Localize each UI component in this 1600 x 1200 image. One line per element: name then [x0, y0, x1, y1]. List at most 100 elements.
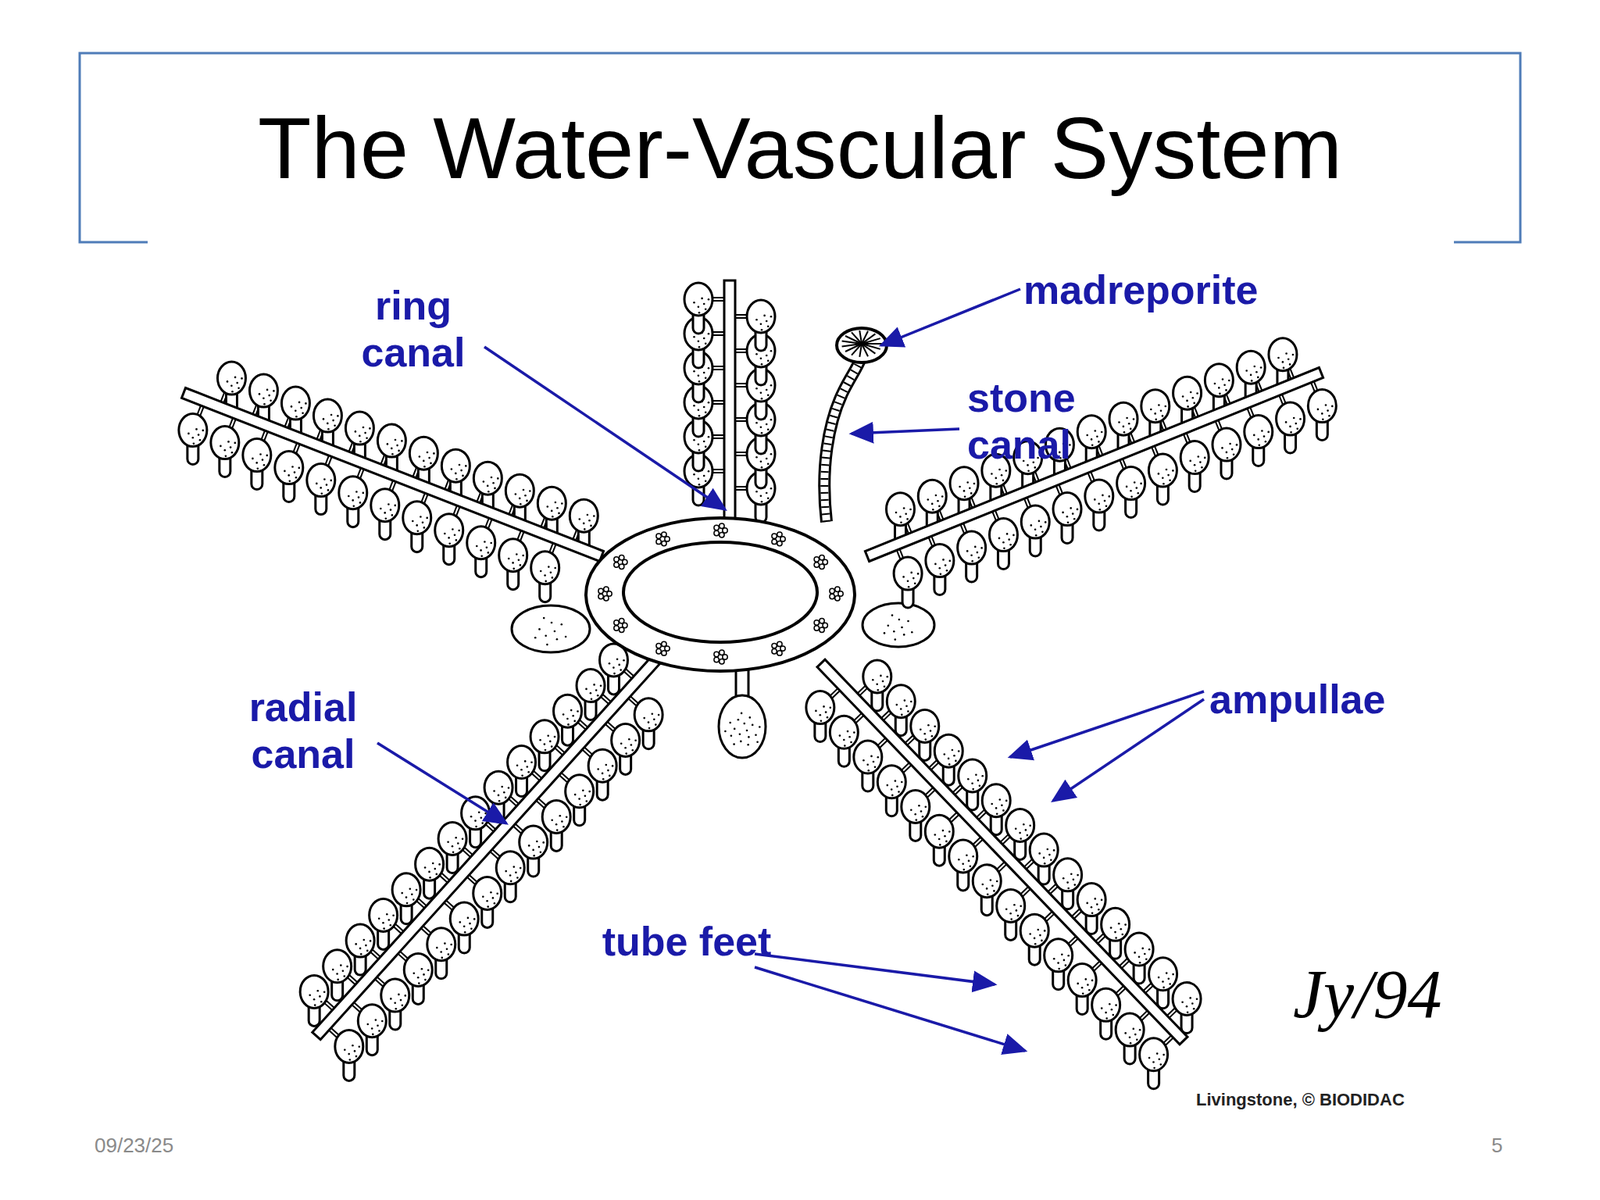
stipple-dot — [546, 505, 550, 508]
stipple-dot — [697, 340, 700, 343]
stipple-dot — [1153, 1067, 1156, 1070]
ampulla — [300, 975, 329, 1008]
stipple-dot — [1005, 907, 1008, 911]
stipple-dot — [743, 722, 747, 725]
ampulla — [531, 551, 560, 585]
stipple-dot — [554, 501, 558, 504]
stipple-dot — [1138, 956, 1141, 959]
stipple-dot — [1192, 396, 1195, 400]
stipple-dot — [607, 769, 610, 772]
stipple-dot — [760, 323, 763, 326]
stipple-dot — [486, 905, 490, 908]
stipple-dot — [1139, 961, 1142, 965]
ampulla — [542, 800, 571, 833]
stipple-dot — [975, 774, 978, 777]
stipple-dot — [1013, 903, 1016, 907]
stipple-dot — [760, 432, 764, 435]
stipple-dot — [513, 865, 516, 868]
stipple-dot — [927, 724, 930, 727]
madreporite — [836, 328, 887, 363]
ampulla — [611, 723, 640, 757]
tiedemann-body — [714, 651, 719, 657]
ampulla — [377, 424, 406, 458]
ampulla — [925, 814, 954, 848]
stipple-dot — [354, 430, 358, 433]
stipple-dot — [1132, 417, 1136, 421]
stipple-dot — [1019, 837, 1022, 840]
stipple-dot — [1093, 498, 1097, 501]
stipple-dot — [226, 380, 229, 383]
stipple-dot — [1009, 543, 1012, 547]
stipple-dot — [516, 876, 519, 879]
stipple-dot — [298, 401, 301, 404]
stipple-dot — [1000, 474, 1004, 477]
stipple-dot — [996, 482, 999, 486]
ampulla — [1172, 982, 1201, 1015]
stipple-dot — [1022, 823, 1025, 826]
artist-signature: Jy/94 — [1292, 954, 1443, 1034]
stipple-dot — [266, 389, 269, 392]
stipple-dot — [871, 678, 875, 682]
ampulla — [877, 765, 906, 799]
ampulla — [957, 531, 986, 565]
stipple-dot — [381, 1020, 384, 1023]
stipple-dot — [1099, 508, 1102, 511]
stipple-dot — [943, 753, 947, 756]
stipple-dot — [900, 781, 904, 784]
stipple-dot — [697, 443, 700, 447]
stipple-dot — [1221, 446, 1224, 450]
stipple-dot — [942, 829, 945, 833]
stipple-dot — [733, 728, 736, 731]
stipple-dot — [1074, 883, 1077, 886]
stipple-dot — [996, 880, 999, 883]
stipple-dot — [903, 507, 906, 510]
stipple-dot — [263, 403, 266, 406]
stipple-dot — [293, 471, 297, 474]
stipple-dot — [1104, 1011, 1108, 1015]
stipple-dot — [269, 400, 272, 403]
stipple-dot — [866, 764, 869, 767]
ampulla — [925, 544, 954, 578]
tiedemann-body — [771, 642, 777, 648]
stipple-dot — [1067, 521, 1070, 525]
stipple-dot — [925, 738, 928, 741]
stipple-dot — [998, 537, 1001, 540]
stipple-dot — [1005, 800, 1008, 803]
stipple-dot — [397, 993, 400, 997]
stipple-dot — [429, 462, 433, 465]
stipple-dot — [1053, 957, 1056, 961]
stipple-dot — [917, 804, 921, 808]
stipple-dot — [1028, 824, 1032, 827]
stipple-dot — [428, 457, 431, 460]
stipple-dot — [619, 668, 622, 672]
stipple-dot — [301, 412, 304, 415]
stipple-dot — [424, 978, 427, 982]
stipple-dot — [342, 970, 345, 973]
stipple-dot — [1110, 926, 1113, 929]
ampulla — [1268, 338, 1297, 372]
stipple-dot — [1046, 848, 1050, 851]
ampulla — [949, 839, 978, 873]
stipple-dot — [224, 449, 227, 452]
ampulla — [323, 950, 352, 983]
stipple-dot — [1037, 928, 1040, 932]
stipple-dot — [1108, 495, 1111, 498]
stipple-dot — [457, 842, 460, 845]
stipple-dot — [910, 700, 913, 704]
arm — [806, 659, 1201, 1090]
stipple-dot — [556, 507, 559, 510]
stipple-dot — [996, 813, 999, 816]
stipple-dot — [543, 742, 547, 746]
stipple-dot — [553, 630, 557, 633]
stipple-dot — [704, 410, 708, 414]
stipple-dot — [562, 713, 565, 716]
stipple-dot — [596, 767, 600, 771]
stipple-dot — [755, 456, 758, 459]
ampulla — [335, 1029, 364, 1063]
stipple-dot — [1066, 881, 1069, 884]
stipple-dot — [1153, 412, 1157, 415]
stipple-dot — [1185, 400, 1189, 403]
stipple-dot — [1090, 906, 1093, 909]
stipple-dot — [1186, 405, 1190, 408]
stipple-dot — [225, 455, 228, 458]
